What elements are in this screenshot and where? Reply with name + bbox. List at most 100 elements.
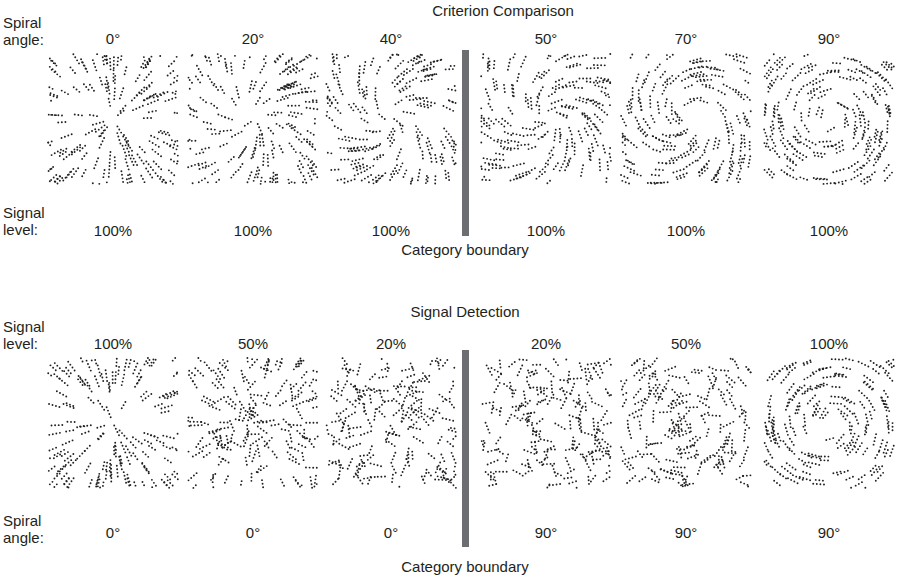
dot — [709, 60, 711, 62]
dot — [122, 136, 124, 138]
dot — [326, 115, 328, 117]
dot — [535, 104, 537, 106]
dot — [434, 175, 436, 177]
dot — [305, 101, 307, 103]
dot — [448, 68, 450, 70]
dot — [292, 93, 294, 95]
dot — [76, 149, 78, 151]
dot — [365, 86, 367, 88]
dot — [488, 124, 490, 126]
dot — [373, 130, 375, 132]
dot — [166, 143, 168, 145]
dot — [482, 53, 484, 55]
dot — [427, 101, 429, 103]
dot — [175, 97, 177, 99]
dot — [547, 164, 549, 166]
dot — [531, 169, 533, 171]
dot — [557, 162, 559, 164]
dot — [230, 66, 232, 68]
dot — [422, 158, 424, 160]
dot — [139, 157, 141, 159]
dot — [609, 156, 611, 158]
dot — [589, 152, 591, 154]
dot — [391, 137, 393, 139]
dot — [201, 163, 203, 165]
dot — [602, 104, 604, 106]
dot — [510, 140, 512, 142]
dot — [525, 128, 527, 130]
dot — [397, 65, 399, 67]
dot — [534, 146, 536, 148]
dot — [366, 112, 368, 114]
dot — [131, 161, 133, 163]
dot — [609, 82, 611, 84]
dot — [539, 76, 541, 78]
dot — [128, 145, 130, 147]
dot — [172, 92, 174, 94]
dot — [433, 66, 435, 68]
dot — [447, 139, 449, 141]
dot — [580, 137, 582, 139]
dot — [382, 175, 384, 177]
dot — [379, 143, 381, 145]
dot — [57, 183, 59, 185]
dot — [593, 57, 595, 59]
dot — [484, 169, 486, 171]
dot — [551, 103, 553, 105]
dot — [363, 91, 365, 93]
dot — [269, 181, 271, 183]
dot — [362, 164, 364, 166]
dot — [254, 176, 256, 178]
dot — [171, 98, 173, 100]
dot — [566, 149, 568, 151]
dot — [359, 83, 361, 85]
dot — [103, 63, 105, 65]
dot — [375, 100, 377, 102]
dot — [150, 102, 152, 104]
dot — [389, 145, 391, 147]
dot — [648, 71, 650, 73]
dot — [359, 165, 361, 167]
dot — [102, 121, 104, 123]
dot — [666, 80, 668, 82]
dot — [296, 63, 298, 65]
dot — [237, 132, 239, 134]
dot — [285, 86, 287, 88]
dot — [74, 114, 76, 116]
dot — [335, 107, 337, 109]
dot — [364, 120, 366, 122]
dot — [340, 129, 342, 131]
dot — [173, 174, 175, 176]
dot — [487, 135, 489, 137]
dot — [561, 99, 563, 101]
dot — [516, 177, 518, 179]
dot — [582, 55, 584, 57]
dot — [368, 149, 370, 151]
dot — [251, 80, 253, 82]
dot — [304, 178, 306, 180]
dot — [99, 147, 101, 149]
dot — [231, 136, 233, 138]
dot — [72, 53, 74, 55]
dot — [375, 87, 377, 89]
dot — [567, 54, 569, 56]
dot — [292, 64, 294, 66]
dot — [304, 158, 306, 160]
dot — [391, 176, 393, 178]
dot — [517, 148, 519, 150]
dot — [152, 142, 154, 144]
dot — [92, 115, 94, 117]
dot — [737, 94, 739, 96]
dot — [333, 56, 335, 58]
dot — [160, 130, 162, 132]
dot — [560, 166, 562, 168]
dot — [312, 101, 314, 103]
dot — [530, 134, 532, 136]
dot — [88, 89, 90, 91]
dot — [207, 75, 209, 77]
dot — [235, 104, 237, 106]
dot — [149, 174, 151, 176]
dot — [272, 178, 274, 180]
dot — [74, 151, 76, 153]
dot — [555, 129, 557, 131]
